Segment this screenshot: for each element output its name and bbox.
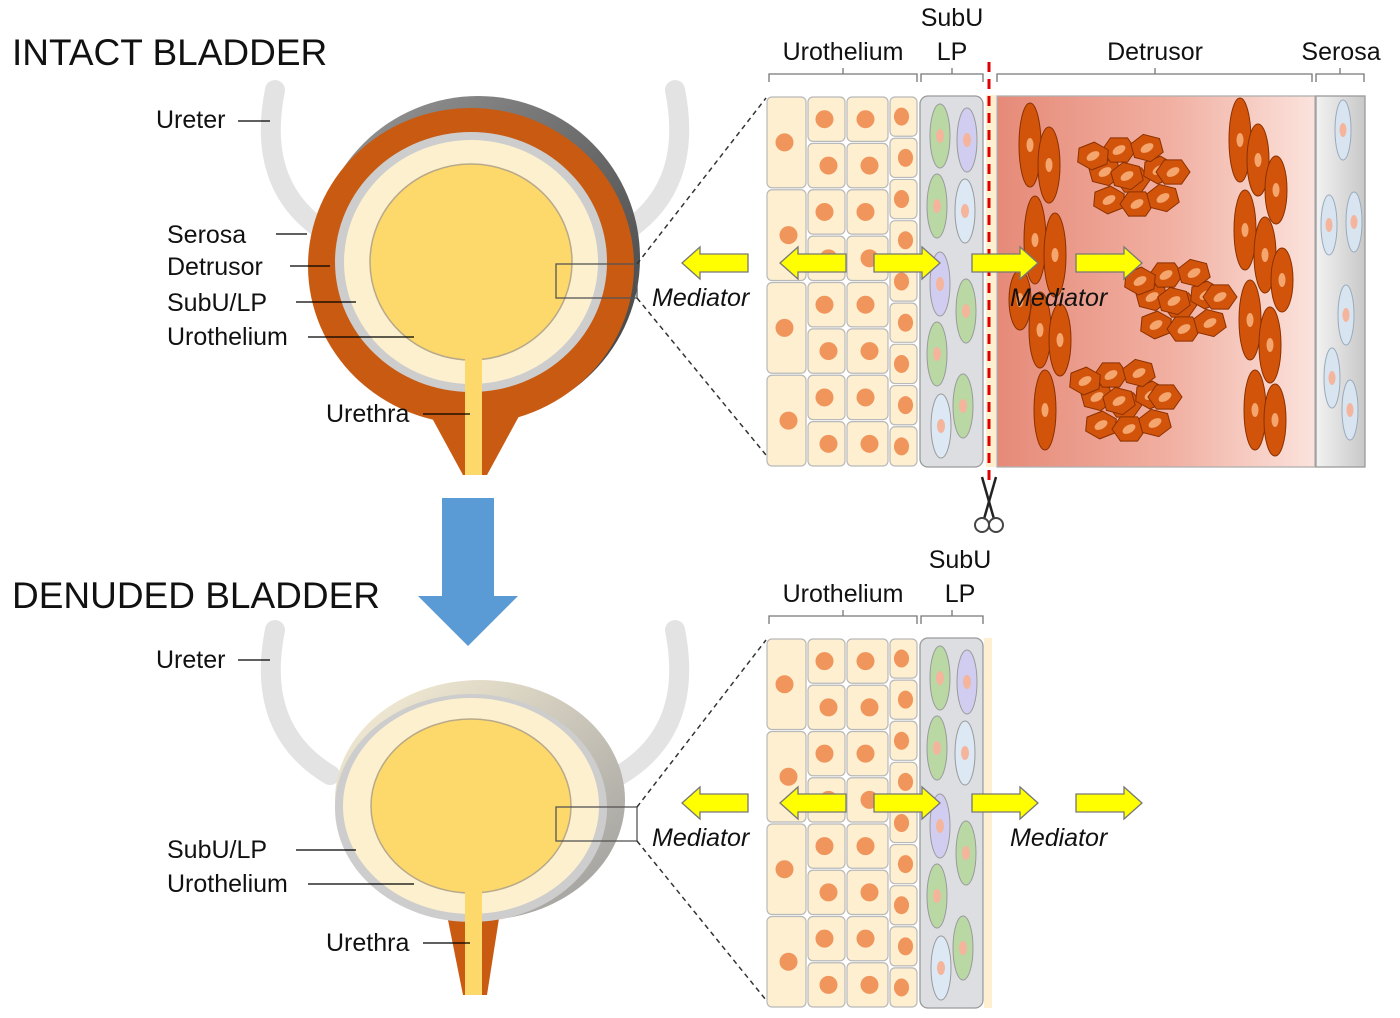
label-detrusor: Detrusor [167, 253, 263, 281]
ureter-left [260, 80, 340, 245]
urethra-channel [465, 880, 482, 995]
header-subu: SubU [920, 4, 984, 32]
denuded-bladder [238, 620, 767, 1001]
scissors-icon [974, 476, 1004, 533]
label-serosa: Serosa [167, 221, 247, 249]
denuded-tissue-section [681, 610, 1143, 1009]
mediator-label-left: Mediator [652, 284, 750, 312]
header-serosa: Serosa [1301, 38, 1381, 66]
intact-tissue-section [681, 62, 1366, 533]
subu-lp-cells [926, 103, 978, 459]
ureter-right [610, 80, 690, 245]
header-subu: SubU [928, 546, 992, 574]
urothelium-cells [766, 638, 918, 1008]
label-urothelium: Urothelium [167, 870, 288, 898]
label-ureter: Ureter [156, 646, 226, 674]
ureter-left [260, 620, 340, 785]
ureter-right [610, 620, 690, 785]
label-urethra: Urethra [326, 400, 410, 428]
header-urothelium: Urothelium [782, 580, 904, 608]
header-lp: LP [944, 580, 976, 608]
serosa-cells [1320, 99, 1363, 441]
header-lp: LP [936, 38, 968, 66]
header-detrusor: Detrusor [1107, 38, 1203, 66]
mediator-arrows [681, 245, 1143, 281]
lumen [369, 163, 573, 361]
urothelium-cells [766, 96, 918, 467]
label-subu-lp: SubU/LP [167, 289, 268, 317]
subu-lp-cells [926, 645, 978, 1001]
label-urethra: Urethra [326, 929, 410, 957]
label-subu-lp: SubU/LP [167, 836, 268, 864]
intact-title: INTACT BLADDER [12, 32, 328, 73]
mediator-arrows [681, 785, 1143, 821]
intact-bladder [238, 80, 767, 475]
label-urothelium: Urothelium [167, 323, 288, 351]
lumen [370, 718, 572, 894]
denuded-title: DENUDED BLADDER [12, 575, 381, 616]
mediator-label-left: Mediator [652, 824, 750, 852]
mediator-label-right: Mediator [1010, 824, 1108, 852]
label-ureter: Ureter [156, 106, 226, 134]
transition-arrow [418, 498, 518, 646]
urethra-channel [465, 340, 482, 475]
header-urothelium: Urothelium [782, 38, 904, 66]
mediator-label-right: Mediator [1010, 284, 1108, 312]
